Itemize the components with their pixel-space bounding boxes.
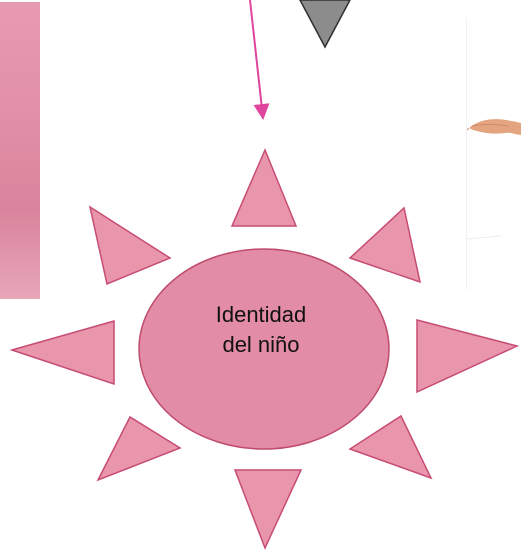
ray-right [417, 320, 517, 392]
center-text: Identidad del niño [186, 300, 336, 360]
ray-top [232, 150, 296, 226]
ray-bottom-right [350, 416, 431, 478]
ray-bottom [235, 470, 301, 548]
ray-bottom-left [98, 417, 180, 480]
ray-top-left [90, 207, 170, 284]
connector-arrow [250, 0, 263, 118]
ray-top-right [350, 208, 420, 282]
ray-left [12, 321, 114, 384]
top-triangle-fragment [300, 0, 350, 47]
